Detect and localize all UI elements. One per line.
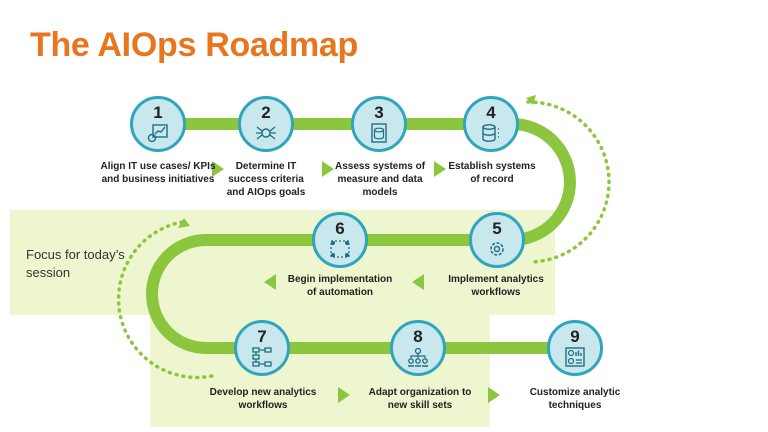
- org-chart-icon: [408, 347, 428, 367]
- step-number: 6: [335, 219, 345, 238]
- dotted-curve-right: [526, 100, 611, 264]
- step-6: 6: [312, 212, 368, 268]
- arrow-2-3: [322, 161, 334, 177]
- gear-icon: [490, 242, 504, 256]
- step-7-label: Develop new analytics workflows: [209, 387, 317, 411]
- network-icon: [256, 126, 276, 140]
- step-1: 1: [130, 96, 186, 152]
- step-2: 2: [238, 96, 294, 152]
- step-number: 9: [570, 327, 580, 346]
- step-number: 1: [153, 103, 163, 122]
- chart-gear-icon: [147, 124, 168, 143]
- step-number: 7: [257, 327, 267, 346]
- step-8: 8: [390, 320, 446, 376]
- arrow-8-9: [488, 387, 500, 403]
- focus-note: Focus for today’s session: [26, 247, 125, 280]
- step-4: 4: [463, 96, 519, 152]
- flowchart-icon: [252, 347, 272, 367]
- step-7: 7: [234, 320, 290, 376]
- arrow-7-8: [338, 387, 350, 403]
- step-2-label: Determine IT success criteria and AIOps …: [226, 161, 306, 198]
- dotted-curve-left: [116, 220, 214, 380]
- database-icon: [482, 124, 499, 142]
- database-doc-icon: [371, 123, 387, 143]
- arrow-3-4: [434, 161, 446, 177]
- arrow-6-7: [264, 274, 276, 290]
- step-6-label: Begin implementation of automation: [287, 274, 393, 298]
- step-number: 8: [413, 327, 423, 346]
- step-number: 4: [486, 103, 496, 122]
- step-9: 9: [547, 320, 603, 376]
- step-3-label: Assess systems of measure and data model…: [334, 161, 426, 198]
- page-title: The AIOps Roadmap: [30, 26, 359, 64]
- step-3: 3: [351, 96, 407, 152]
- step-5: 5: [469, 212, 525, 268]
- focus-area: [10, 210, 555, 315]
- step-number: 3: [374, 103, 384, 122]
- workflow-icon: [330, 240, 350, 258]
- step-4-label: Establish systems of record: [448, 161, 536, 185]
- step-8-label: Adapt organization to new skill sets: [368, 387, 472, 411]
- arrow-1-2: [212, 161, 224, 177]
- dashboard-icon: [565, 347, 585, 367]
- step-number: 5: [492, 219, 502, 238]
- step-1-label: Align IT use cases/ KPIs and business in…: [100, 161, 216, 185]
- step-number: 2: [261, 103, 271, 122]
- step-5-label: Implement analytics workflows: [448, 274, 544, 298]
- step-9-label: Customize analytic techniques: [529, 387, 621, 411]
- arrow-5-6: [412, 274, 424, 290]
